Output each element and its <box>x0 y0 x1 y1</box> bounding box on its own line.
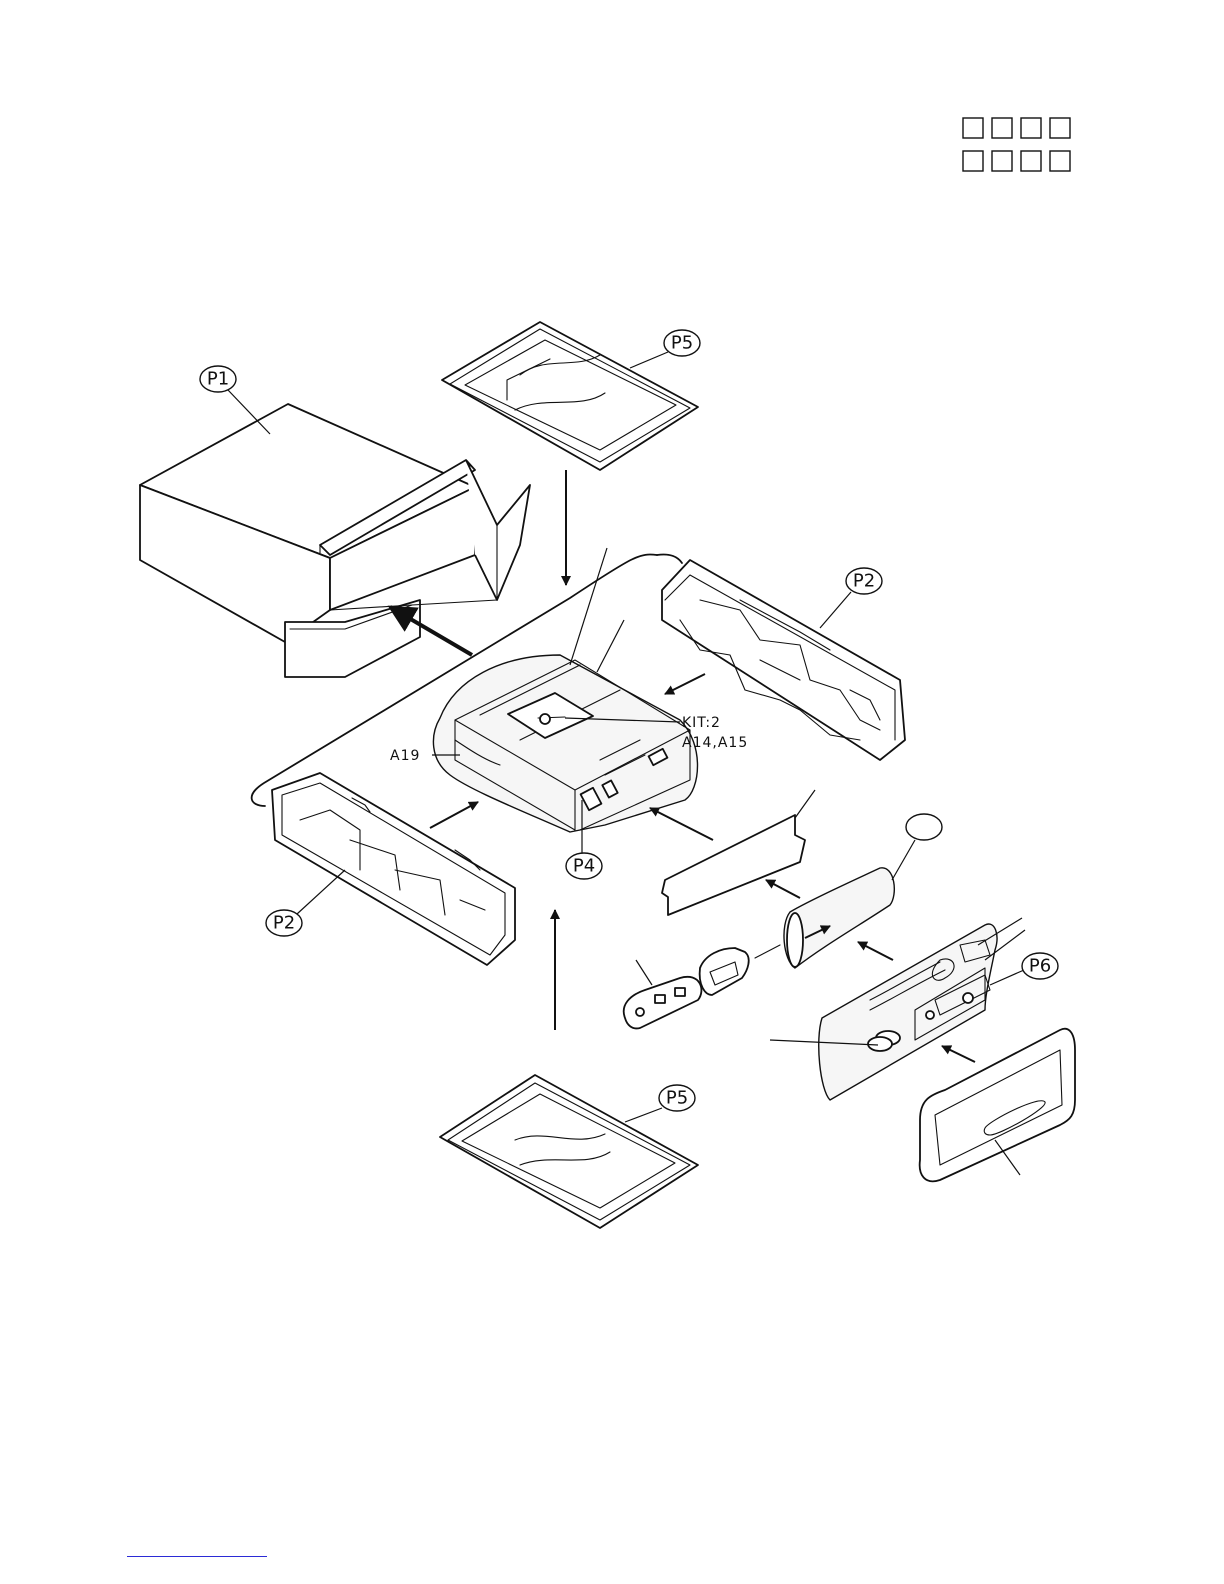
callout-p5-top-text: P5 <box>671 333 693 354</box>
label-kit-parts: A14,A15 <box>682 735 748 751</box>
arrow-p2-left-in <box>430 802 478 828</box>
carton-box-p1 <box>140 404 530 677</box>
callout-p2-left-text: P2 <box>273 913 295 934</box>
arrow-card-in <box>650 808 713 840</box>
remote-control <box>624 977 702 1029</box>
arrow-p6-to-bag <box>858 942 893 960</box>
arrow-case-to-bag <box>942 1046 975 1062</box>
callout-p1: P1 <box>200 366 270 434</box>
callout-p5-top: P5 <box>630 330 700 368</box>
callout-p6-text: P6 <box>1029 956 1051 977</box>
arrow-bag-up <box>766 880 800 898</box>
callout-p6: P6 <box>990 953 1058 985</box>
remote-holder <box>700 948 749 995</box>
callout-p2-left: P2 <box>266 870 345 936</box>
callout-p2-right-text: P2 <box>853 571 875 592</box>
arrow-p2-right-in <box>665 674 705 694</box>
blank-callout <box>906 814 942 840</box>
callout-p5-bottom-text: P5 <box>666 1088 688 1109</box>
label-a19: A19 <box>390 748 420 764</box>
foam-block-p2-left <box>272 773 515 965</box>
label-kit: KIT:2 <box>682 715 721 731</box>
callout-p5-bottom: P5 <box>625 1085 695 1122</box>
cord-bag-p6 <box>819 924 997 1100</box>
callout-p4-text: P4 <box>573 856 595 877</box>
title-box-grid <box>963 118 1070 171</box>
carry-case <box>920 1029 1075 1182</box>
footer-rule <box>127 1556 267 1557</box>
card-sheet <box>662 815 805 915</box>
sheet-p5-top <box>442 322 698 470</box>
callout-p2-right: P2 <box>820 568 882 628</box>
callout-p1-text: P1 <box>207 369 229 390</box>
